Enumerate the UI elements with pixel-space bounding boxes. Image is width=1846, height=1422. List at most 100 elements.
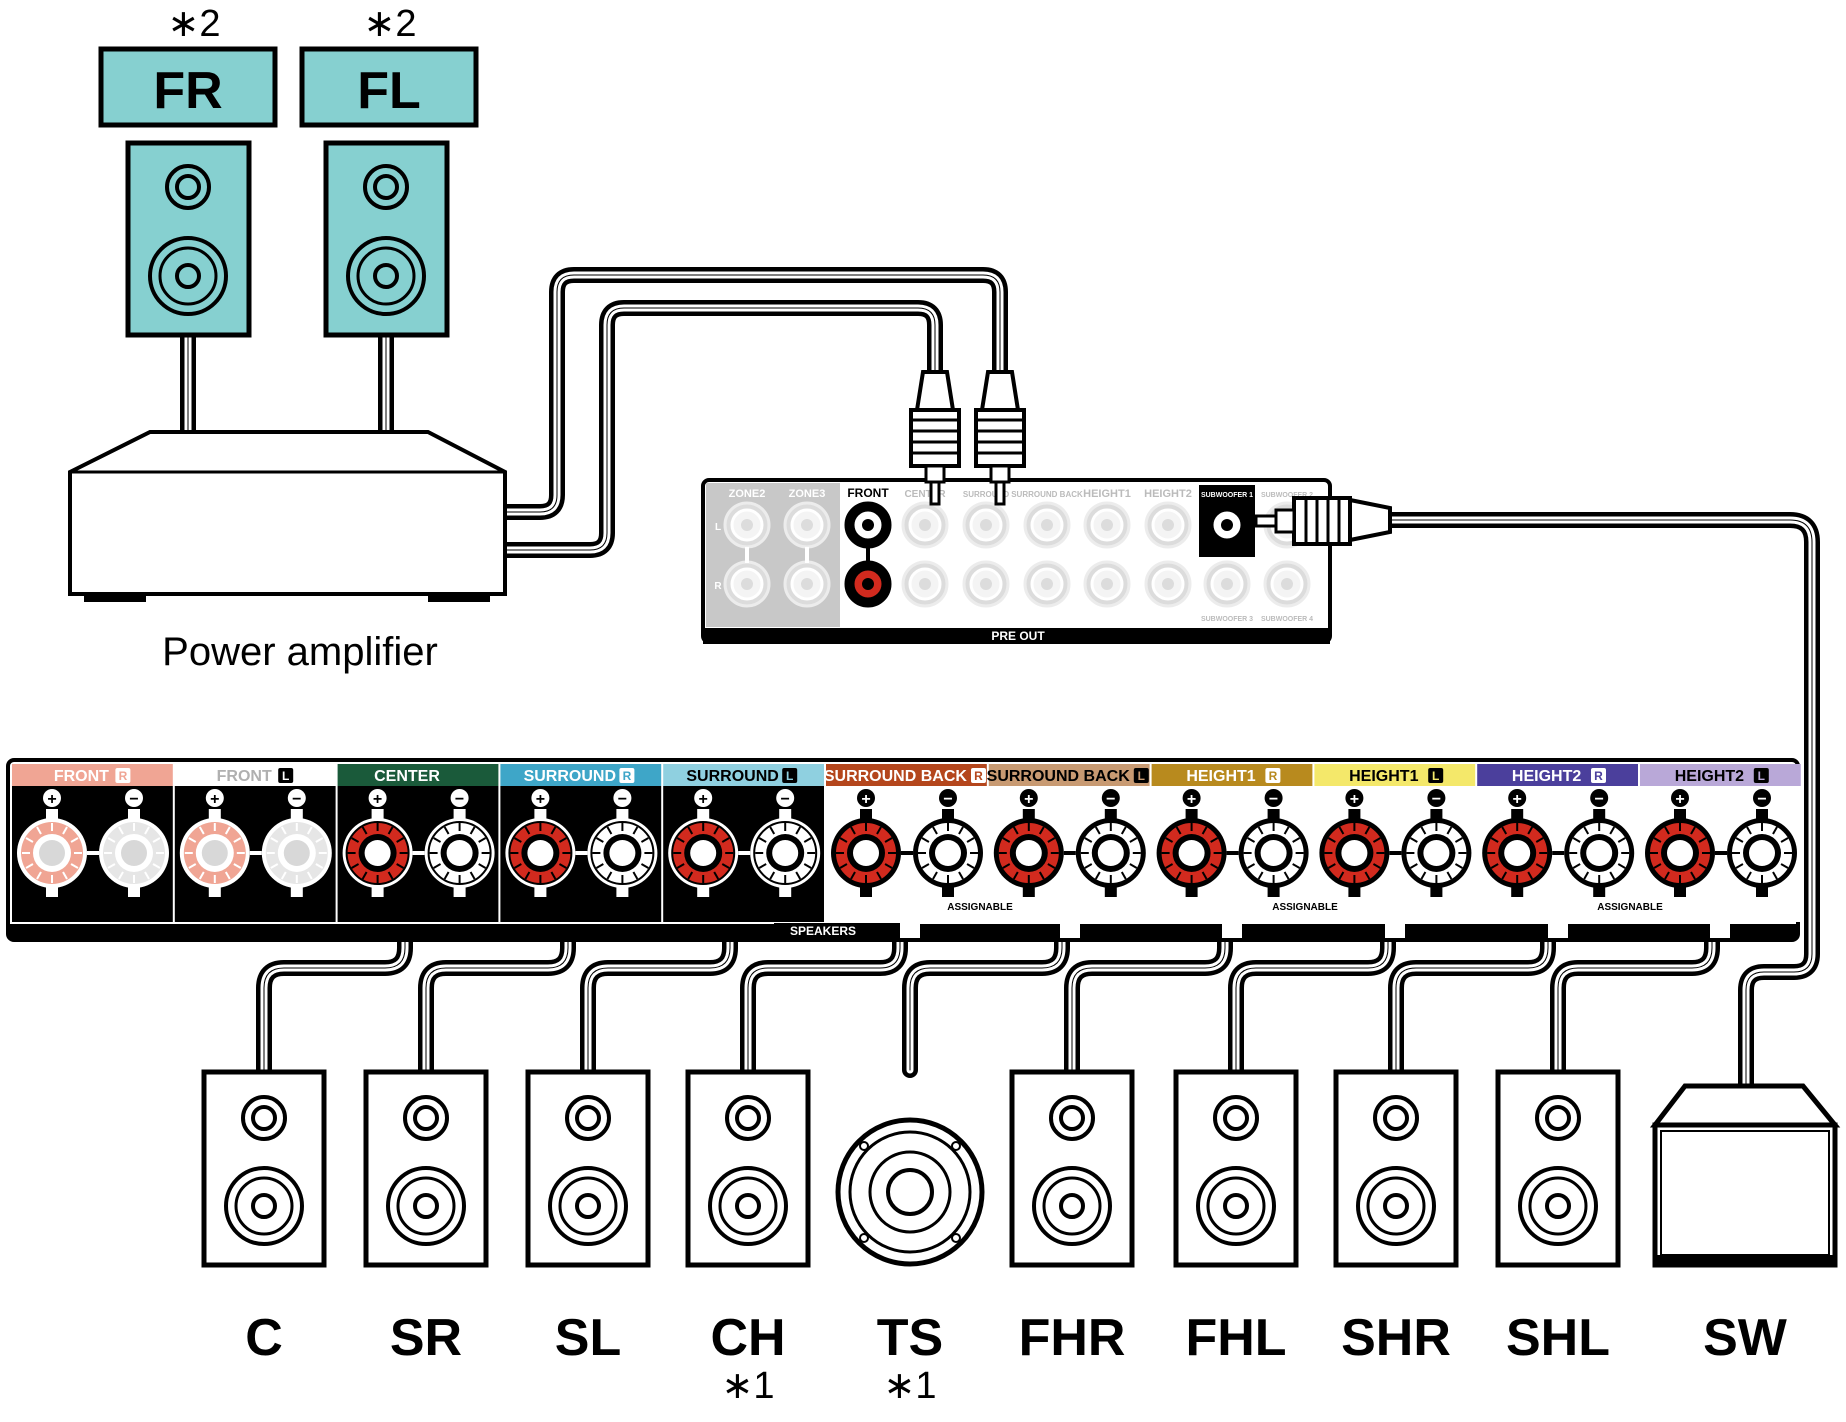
tweeter-icon bbox=[1049, 1095, 1095, 1141]
speaker-sr: SR bbox=[363, 1069, 489, 1367]
plus-symbol: + bbox=[1350, 791, 1359, 808]
fr-woofer-icon bbox=[148, 236, 228, 316]
plus-symbol: + bbox=[1187, 791, 1196, 808]
terminal-section-label: FRONT bbox=[217, 768, 272, 785]
channel-badge: R bbox=[623, 769, 632, 783]
speaker-shr: SHR bbox=[1333, 1069, 1459, 1367]
rca-jack-icon bbox=[783, 501, 831, 549]
speaker-terminal-icon bbox=[1727, 809, 1797, 897]
speakers-label: SPEAKERS bbox=[790, 924, 856, 938]
preout-subwoofer2-label: SUBWOOFER 2 bbox=[1261, 492, 1313, 499]
rca-jack-icon bbox=[1083, 560, 1131, 608]
preout-subwoofer3-label: SUBWOOFER 3 bbox=[1201, 616, 1253, 623]
preout-height2-label: HEIGHT2 bbox=[1144, 488, 1192, 500]
minus-symbol: − bbox=[618, 791, 627, 808]
terminal-section-label: HEIGHT1 bbox=[1349, 768, 1418, 785]
rca-jack-icon bbox=[1144, 560, 1192, 608]
speaker-ts: TS∗1 bbox=[835, 1117, 985, 1407]
fr-label-box bbox=[98, 46, 278, 128]
rca-jack-icon bbox=[962, 501, 1010, 549]
minus-symbol: − bbox=[1757, 791, 1766, 808]
terminal-section-label: SURROUND bbox=[524, 768, 616, 785]
rca-jack-icon bbox=[844, 501, 892, 549]
woofer-icon bbox=[224, 1166, 304, 1246]
rca-jack-icon bbox=[1023, 501, 1071, 549]
speaker-terminal-icon bbox=[993, 809, 1064, 897]
terminal-section-label: HEIGHT2 bbox=[1675, 768, 1744, 785]
minus-symbol: − bbox=[1106, 791, 1115, 808]
speaker-label: TS bbox=[877, 1309, 943, 1367]
speaker-terminal-icon bbox=[1319, 809, 1390, 897]
plus-symbol: + bbox=[210, 791, 219, 808]
zone2-label: ZONE2 bbox=[729, 488, 766, 500]
fl-woofer-icon bbox=[346, 236, 426, 316]
preout-surround-label: SURROUND bbox=[963, 490, 1009, 499]
rca-plug-icon bbox=[909, 370, 961, 506]
plus-symbol: + bbox=[861, 791, 870, 808]
rca-plug-icon bbox=[1254, 496, 1392, 546]
woofer-icon bbox=[1032, 1166, 1112, 1246]
speaker-terminal-icon bbox=[261, 809, 332, 897]
terminal-section-label: SURROUND bbox=[686, 768, 778, 785]
terminal-section-label: CENTER bbox=[374, 768, 440, 785]
speaker-terminal-icon bbox=[831, 809, 901, 897]
rca-jack-icon bbox=[1083, 501, 1131, 549]
fr-label: FR bbox=[153, 62, 222, 120]
fl-tweeter-icon bbox=[363, 164, 409, 210]
speaker-terminal-icon bbox=[668, 809, 739, 897]
rca-jack-icon bbox=[1203, 560, 1251, 608]
minus-symbol: − bbox=[129, 791, 138, 808]
speaker-label: SHR bbox=[1341, 1309, 1451, 1367]
speaker-terminal-icon bbox=[1156, 809, 1227, 897]
plus-symbol: + bbox=[1513, 791, 1522, 808]
preout-center-label: CENTER bbox=[904, 489, 946, 500]
speaker-label: SHL bbox=[1506, 1309, 1610, 1367]
power-amplifier-label: Power amplifier bbox=[162, 630, 438, 674]
terminal-section: SURROUND R + − bbox=[500, 764, 662, 922]
channel-badge: L bbox=[282, 769, 289, 783]
power-amplifier: Power amplifier bbox=[68, 430, 507, 674]
speaker-label: SL bbox=[555, 1309, 621, 1367]
speaker-label: SW bbox=[1703, 1309, 1788, 1367]
speaker-terminal-icon bbox=[505, 809, 576, 897]
speaker-note: ∗1 bbox=[884, 1365, 937, 1407]
plus-symbol: + bbox=[536, 791, 545, 808]
speaker-fhr: FHR bbox=[1009, 1069, 1135, 1367]
subwoofer-icon bbox=[1649, 1083, 1841, 1128]
tweeter-icon bbox=[241, 1095, 287, 1141]
fr-tweeter-icon bbox=[165, 164, 211, 210]
speaker-fhl: FHL bbox=[1173, 1069, 1299, 1367]
rca-jack-icon bbox=[1023, 560, 1071, 608]
preout-subwoofer1-label: SUBWOOFER 1 bbox=[1201, 492, 1253, 499]
speaker-note: ∗1 bbox=[722, 1365, 775, 1407]
fl-note: ∗2 bbox=[364, 3, 417, 45]
terminal-section-label: SURROUND BACK bbox=[987, 768, 1131, 785]
plus-symbol: + bbox=[47, 791, 56, 808]
woofer-icon bbox=[1196, 1166, 1276, 1246]
rca-jack-icon bbox=[844, 560, 892, 608]
ch-r-label: R bbox=[714, 581, 722, 592]
speaker-shl: SHL bbox=[1495, 1069, 1621, 1367]
preout-front-label: FRONT bbox=[847, 486, 889, 500]
speaker-label: SR bbox=[390, 1309, 462, 1367]
assignable-label: ASSIGNABLE bbox=[1272, 902, 1338, 913]
channel-badge: L bbox=[786, 769, 793, 783]
speaker-terminal-icon bbox=[99, 809, 169, 897]
woofer-icon bbox=[1356, 1166, 1436, 1246]
rca-jack-icon bbox=[1144, 501, 1192, 549]
speaker-terminal-icon bbox=[424, 809, 495, 897]
woofer-icon bbox=[1518, 1166, 1598, 1246]
speaker-sl: SL bbox=[525, 1069, 651, 1367]
cables bbox=[180, 267, 1820, 1094]
channel-badge: R bbox=[1269, 769, 1278, 783]
speaker-terminal-icon bbox=[342, 809, 413, 897]
minus-symbol: − bbox=[292, 791, 301, 808]
speaker-sw: SW bbox=[1649, 1083, 1841, 1367]
plus-symbol: + bbox=[373, 791, 382, 808]
rca-jack-icon bbox=[901, 560, 949, 608]
